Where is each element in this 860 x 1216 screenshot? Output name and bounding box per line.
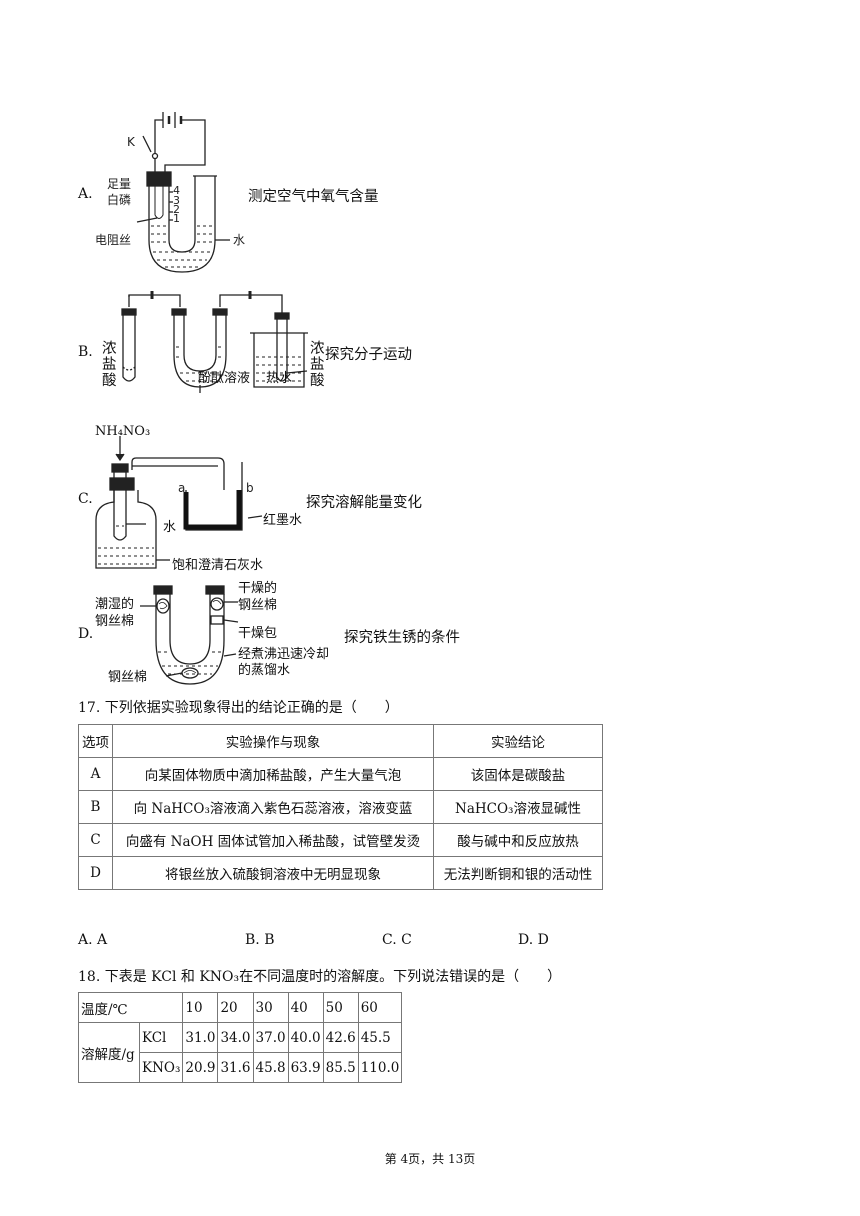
label-d-wet-1: 潮湿的 — [95, 597, 135, 612]
table-row: B 向 NaHCO₃溶液滴入紫色石蕊溶液，溶液变蓝 NaHCO₃溶液显碱性 — [78, 790, 603, 824]
table-row: KNO₃ 20.9 31.6 45.8 63.9 85.5 110.0 — [79, 1052, 403, 1083]
q18-value: 20.9 — [182, 1052, 219, 1083]
label-d-dry-2: 钢丝棉 — [238, 598, 278, 613]
q17-cell: D — [78, 856, 113, 890]
label-d-steel-wool-bottom: 钢丝棉 — [108, 670, 148, 685]
q18-value: 40.0 — [287, 1022, 324, 1053]
option-b-letter: B. — [78, 344, 93, 360]
table-row: A 向某固体物质中滴加稀盐酸，产生大量气泡 该固体是碳酸盐 — [78, 757, 603, 791]
label-k: K — [127, 135, 136, 149]
page-footer: 第 4页，共 13页 — [384, 1152, 476, 1166]
scale-3: 3 — [173, 194, 180, 207]
q18-value: 31.0 — [182, 1022, 219, 1053]
q18-value: 85.5 — [322, 1052, 359, 1083]
label-b-left-hcl: 浓盐酸 — [102, 341, 117, 389]
label-c-water: 水 — [163, 520, 177, 535]
q18-temp: 30 — [252, 992, 289, 1023]
q17-cell: 将银丝放入硫酸铜溶液中无明显现象 — [112, 856, 434, 890]
q18-value: 31.6 — [217, 1052, 254, 1083]
table-row: D 将银丝放入硫酸铜溶液中无明显现象 无法判断铜和银的活动性 — [78, 856, 603, 890]
q18-temp-label: 温度/℃ — [77, 992, 184, 1023]
q18-value: 45.8 — [252, 1052, 289, 1083]
q18-temp: 50 — [322, 992, 359, 1023]
q17-cell: B — [78, 790, 113, 824]
diagram-a-u-tube: K 4 3 2 1 足量 白磷 电阻丝 水 — [95, 112, 245, 273]
q17-cell: 无法判断铜和银的活动性 — [433, 856, 603, 890]
table-row: C 向盛有 NaOH 固体试管加入稀盐酸，试管壁发烫 酸与碱中和反应放热 — [78, 823, 603, 857]
option-c-letter: C. — [78, 491, 93, 507]
q18-value: 37.0 — [252, 1022, 289, 1053]
label-limewater: 饱和澄清石灰水 — [172, 558, 264, 573]
table-row: 选项 实验操作与现象 实验结论 — [78, 724, 603, 758]
label-d-wet-2: 钢丝棉 — [95, 614, 135, 629]
q17-choice-a[interactable]: A. A — [78, 932, 108, 948]
label-b-phenolphthalein: 酚酞溶液 — [198, 371, 251, 386]
label-d-boiled-2: 的蒸馏水 — [238, 663, 291, 678]
q18-value: 110.0 — [357, 1052, 403, 1083]
q18-temp: 60 — [357, 992, 403, 1023]
q18-sol-label: 溶解度/g — [78, 1022, 140, 1083]
label-d-wet: 潮湿的 钢丝棉 — [95, 596, 134, 630]
scale-4: 4 — [173, 184, 180, 197]
q18-value: 63.9 — [287, 1052, 324, 1083]
option-d-letter: D. — [78, 626, 94, 642]
option-c-caption: 探究溶解能量变化 — [306, 495, 422, 511]
label-b: b — [246, 481, 254, 495]
label-d-dry: 干燥的 钢丝棉 — [238, 580, 277, 614]
q18-substance: KCl — [138, 1022, 184, 1053]
q18-stem: 18. 下表是 KCl 和 KNO₃在不同温度时的溶解度。下列说法错误的是（ ） — [78, 969, 562, 985]
diagram-b-molecule — [121, 291, 308, 393]
q17-cell: C — [78, 823, 113, 857]
option-b-caption: 探究分子运动 — [325, 347, 412, 363]
label-dianzusi: 电阻丝 — [95, 233, 131, 247]
label-a: a — [178, 481, 185, 495]
q17-cell: A — [78, 757, 113, 791]
label-bailin: 白磷 — [107, 192, 131, 207]
q17-header-option: 选项 — [78, 724, 113, 758]
label-water-a: 水 — [233, 233, 245, 247]
q17-cell: 向 NaHCO₃溶液滴入紫色石蕊溶液，溶液变蓝 — [112, 790, 434, 824]
option-a-letter: A. — [78, 186, 93, 202]
label-d-boiled-1: 经煮沸迅速冷却 — [238, 647, 330, 662]
diagram-c-dissolution: a b — [95, 436, 263, 569]
q17-cell: 向某固体物质中滴加稀盐酸，产生大量气泡 — [112, 757, 434, 791]
q17-stem: 17. 下列依据实验现象得出的结论正确的是（ ） — [78, 700, 399, 716]
q17-choice-b[interactable]: B. B — [245, 932, 275, 948]
q18-substance: KNO₃ — [138, 1052, 184, 1083]
label-red-ink-water: 红墨水 — [263, 513, 303, 528]
table-row: 温度/℃ 10 20 30 40 50 60 — [77, 992, 403, 1023]
q17-header-conclusion: 实验结论 — [433, 724, 603, 758]
table-row: 溶解度/g KCl 31.0 34.0 37.0 40.0 42.6 45.5 — [78, 1022, 403, 1083]
q17-cell: 酸与碱中和反应放热 — [433, 823, 603, 857]
scale-2: 2 — [173, 203, 180, 216]
q18-temp: 40 — [287, 992, 324, 1023]
q17-cell: 该固体是碳酸盐 — [433, 757, 603, 791]
label-d-boiled-water: 经煮沸迅速冷却 的蒸馏水 — [238, 647, 329, 679]
q18-value: 42.6 — [322, 1022, 359, 1053]
option-a-caption: 测定空气中氧气含量 — [248, 189, 379, 205]
option-d-caption: 探究铁生锈的条件 — [344, 630, 460, 646]
q17-table: 选项 实验操作与现象 实验结论 A 向某固体物质中滴加稀盐酸，产生大量气泡 该固… — [78, 724, 603, 890]
label-d-desiccant: 干燥包 — [238, 626, 278, 641]
diagram-d-rust — [140, 585, 239, 685]
label-b-right-hcl: 浓盐酸 — [310, 341, 325, 389]
q17-choice-c[interactable]: C. C — [382, 932, 412, 948]
label-nh4no3: NH₄NO₃ — [95, 424, 151, 439]
q18-temp: 10 — [182, 992, 219, 1023]
q18-value: 45.5 — [357, 1022, 403, 1053]
scale-1: 1 — [173, 212, 180, 225]
q17-header-operation: 实验操作与现象 — [112, 724, 434, 758]
q18-temp: 20 — [217, 992, 254, 1023]
q17-choice-d[interactable]: D. D — [518, 932, 549, 948]
label-b-hot-water: 热水 — [266, 371, 293, 386]
label-zuliang: 足量 — [107, 177, 131, 191]
q17-cell: 向盛有 NaOH 固体试管加入稀盐酸，试管壁发烫 — [112, 823, 434, 857]
q17-cell: NaHCO₃溶液显碱性 — [433, 790, 603, 824]
q18-table: 温度/℃ 10 20 30 40 50 60 溶解度/g KCl 31.0 34… — [77, 992, 403, 1083]
label-d-dry-1: 干燥的 — [238, 581, 278, 596]
q18-value: 34.0 — [217, 1022, 254, 1053]
